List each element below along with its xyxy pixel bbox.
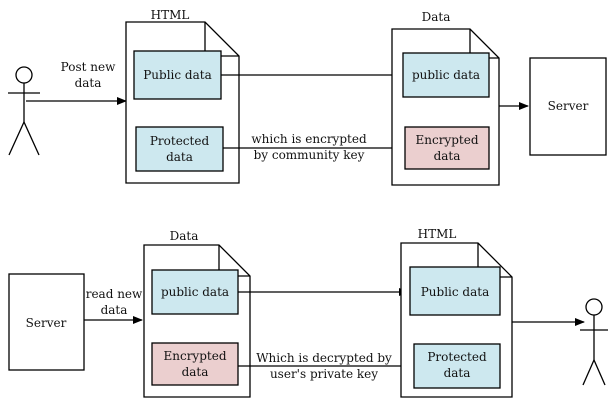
bottom-encrypted-data-label-line2: data (182, 365, 209, 379)
encrypt-note-line2: by community key (254, 148, 365, 162)
encrypted-data-label-line2: data (434, 149, 461, 163)
server-label-top: Server (548, 99, 589, 113)
protected-data-box (135, 126, 224, 172)
bottom-protected-data-label-line1: Protected (427, 350, 487, 364)
post-new-data-label-line1: Post new (61, 60, 116, 74)
server-box-bottom (8, 273, 85, 371)
bottom-public-data-label: public data (161, 285, 229, 299)
bottom-encrypted-data-label-line1: Encrypted (163, 349, 226, 363)
bottom-out-public-data-box (409, 266, 501, 316)
protected-data-label-line1: Protected (150, 134, 210, 148)
read-new-data-label-line1: read new (86, 287, 143, 301)
bottom-data-doc-title: Data (170, 229, 199, 243)
protected-data-label-line2: data (166, 150, 193, 164)
read-new-data-label-line2: data (101, 303, 128, 317)
public-data-label: Public data (143, 68, 212, 82)
out-public-data-box (402, 52, 490, 98)
bottom-html-doc-title: HTML (418, 227, 457, 241)
bottom-encrypted-data-box (151, 342, 239, 386)
server-label-bottom: Server (26, 316, 67, 330)
user-stick-figure-icon (8, 66, 40, 156)
bottom-out-public-data-label: Public data (421, 285, 490, 299)
decrypt-note-line1: Which is decrypted by (256, 351, 392, 365)
bottom-flow: Server read new data Data public data En… (8, 227, 608, 398)
user-stick-figure-icon-bottom (580, 298, 608, 386)
data-doc-title: Data (422, 10, 451, 24)
post-new-data-label-line2: data (75, 76, 102, 90)
server-box-top (529, 57, 607, 156)
top-flow: Post new data HTML Public data Protected… (8, 8, 607, 186)
bottom-protected-data-label-line2: data (444, 366, 471, 380)
encrypted-data-box (404, 126, 490, 170)
bottom-protected-data-box (413, 343, 501, 389)
encrypt-note-line1: which is encrypted (251, 132, 367, 146)
html-doc-title: HTML (151, 8, 190, 22)
out-public-data-label: public data (412, 68, 480, 82)
encrypted-data-label-line1: Encrypted (415, 133, 478, 147)
decrypt-note-line2: user's private key (270, 367, 378, 381)
